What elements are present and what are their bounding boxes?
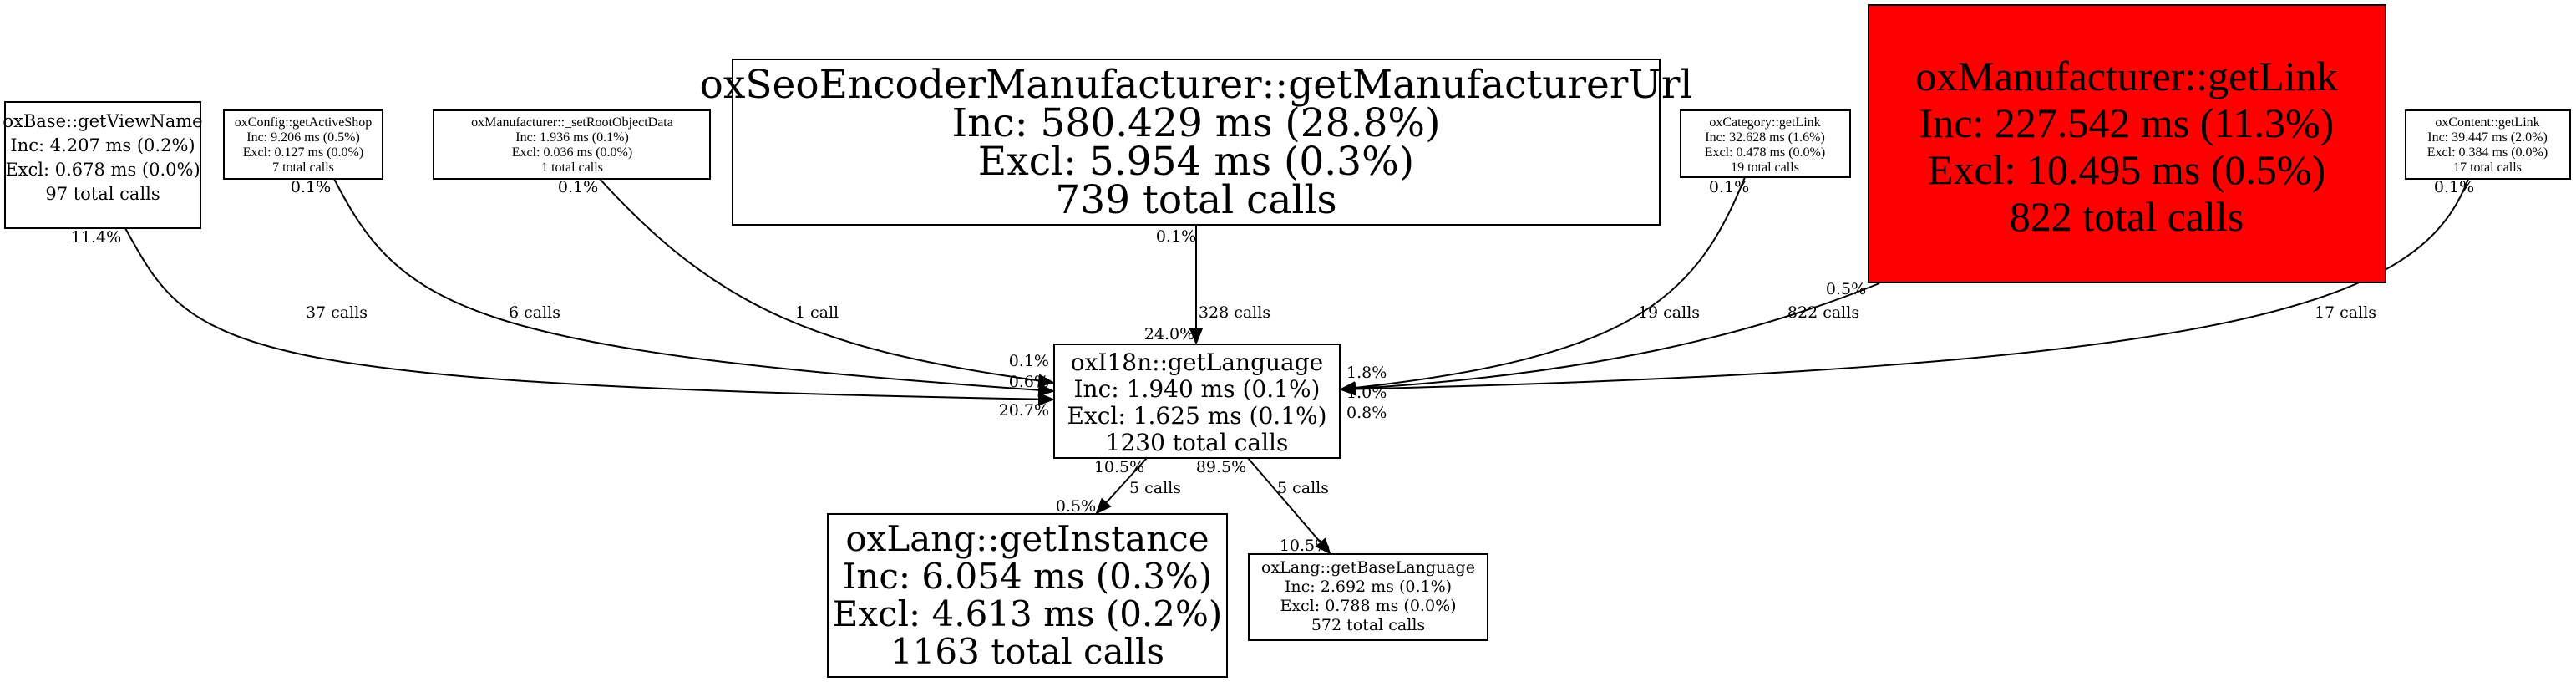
edge-calls-label: 5 calls <box>1277 479 1329 497</box>
node-inc: Inc: 2.692 ms (0.1%) <box>1285 578 1452 596</box>
node-manufacturer-getlink[interactable]: oxManufacturer::getLink Inc: 227.542 ms … <box>1868 4 2386 283</box>
edge-head-pct: 0.5% <box>1056 497 1096 516</box>
node-name: oxManufacturer::_setRootObjectData <box>471 115 673 130</box>
node-inc: Inc: 6.054 ms (0.3%) <box>843 556 1212 597</box>
edge-tail-pct: 89.5% <box>1196 458 1246 476</box>
edge-tail-pct: 0.1% <box>2434 178 2474 196</box>
node-excl: Excl: 0.127 ms (0.0%) <box>243 145 363 160</box>
node-calls: 1 total calls <box>541 160 603 175</box>
node-name: oxContent::getLink <box>2435 115 2539 130</box>
node-name: oxManufacturer::getLink <box>1915 53 2337 99</box>
edge-tail-pct: 0.5% <box>1826 280 1866 298</box>
node-inc: Inc: 1.936 ms (0.1%) <box>515 130 629 145</box>
edge-setroot-to-i18n[interactable]: 1 call 0.1% 0.1% <box>558 178 1055 388</box>
edge-calls-label: 1 call <box>795 303 839 322</box>
edge-tail-pct: 0.1% <box>291 178 331 196</box>
node-inc: Inc: 1.940 ms (0.1%) <box>1074 375 1321 403</box>
edge-calls-label: 19 calls <box>1638 303 1700 322</box>
node-i18n-getlanguage[interactable]: oxI18n::getLanguage Inc: 1.940 ms (0.1%)… <box>1053 344 1341 459</box>
node-name: oxI18n::getLanguage <box>1071 349 1323 376</box>
edge-calls-label: 6 calls <box>509 303 560 322</box>
edge-tail-pct: 0.1% <box>1156 227 1196 246</box>
node-content-getlink[interactable]: oxContent::getLink Inc: 39.447 ms (2.0%)… <box>2405 109 2571 180</box>
edge-head-pct: 1.8% <box>1346 364 1387 382</box>
node-base-getviewname[interactable]: oxBase::getViewName Inc: 4.207 ms (0.2%)… <box>3 101 203 229</box>
node-inc: Inc: 4.207 ms (0.2%) <box>10 135 195 155</box>
node-calls: 739 total calls <box>1055 177 1336 223</box>
node-inc: Inc: 227.542 ms (11.3%) <box>1919 99 2335 146</box>
edge-manufacturer-getlink-to-i18n[interactable]: 822 calls 0.5% 1.0% <box>1339 280 1880 402</box>
node-name: oxConfig::getActiveShop <box>235 115 372 130</box>
edge-head-pct: 0.1% <box>1009 352 1049 370</box>
node-calls: 17 total calls <box>2453 160 2522 175</box>
node-excl: Excl: 4.613 ms (0.2%) <box>833 593 1223 634</box>
node-calls: 19 total calls <box>1731 160 1799 175</box>
edge-i18n-to-getbaselanguage[interactable]: 5 calls 89.5% 10.5% <box>1196 457 1331 555</box>
node-name: oxCategory::getLink <box>1709 115 1820 130</box>
node-inc: Inc: 580.429 ms (28.8%) <box>952 100 1441 146</box>
edge-calls-label: 37 calls <box>306 303 368 322</box>
node-excl: Excl: 1.625 ms (0.1%) <box>1067 402 1326 430</box>
node-calls: 1163 total calls <box>890 631 1164 672</box>
node-config-getactiveshop[interactable]: oxConfig::getActiveShop Inc: 9.206 ms (0… <box>223 109 383 180</box>
node-inc: Inc: 9.206 ms (0.5%) <box>246 130 360 145</box>
edge-calls-label: 5 calls <box>1129 479 1181 497</box>
node-calls: 572 total calls <box>1311 616 1425 634</box>
node-excl: Excl: 0.478 ms (0.0%) <box>1705 145 1825 160</box>
node-excl: Excl: 5.954 ms (0.3%) <box>978 139 1414 185</box>
edge-tail-pct: 10.5% <box>1094 458 1144 476</box>
node-excl: Excl: 0.036 ms (0.0%) <box>512 145 632 160</box>
node-lang-getbaselanguage[interactable]: oxLang::getBaseLanguage Inc: 2.692 ms (0… <box>1248 553 1488 641</box>
edge-tail-pct: 11.4% <box>71 228 121 247</box>
node-excl: Excl: 10.495 ms (0.5%) <box>1928 146 2325 193</box>
node-excl: Excl: 0.678 ms (0.0%) <box>5 160 200 180</box>
edge-head-pct: 20.7% <box>999 401 1049 420</box>
edge-head-pct: 10.5% <box>1280 537 1330 555</box>
edge-head-pct: 24.0% <box>1144 325 1194 344</box>
edge-calls-label: 822 calls <box>1787 303 1859 322</box>
node-name: oxSeoEncoderManufacturer::getManufacture… <box>700 62 1693 108</box>
edge-head-pct: 1.0% <box>1346 384 1387 402</box>
edge-tail-pct: 0.1% <box>1709 178 1749 196</box>
node-lang-getinstance[interactable]: oxLang::getInstance Inc: 6.054 ms (0.3%)… <box>827 513 1228 678</box>
node-calls: 97 total calls <box>45 184 160 204</box>
node-calls: 1230 total calls <box>1106 429 1289 456</box>
node-calls: 822 total calls <box>2010 193 2244 240</box>
node-name: oxLang::getInstance <box>845 518 1209 559</box>
edge-base-to-i18n[interactable]: 37 calls 11.4% 20.7% <box>71 227 1055 420</box>
edge-seo-to-i18n[interactable]: 328 calls 0.1% 24.0% <box>1144 225 1270 345</box>
node-seoencoder-getmanufacturerurl[interactable]: oxSeoEncoderManufacturer::getManufacture… <box>700 59 1693 226</box>
edge-content-to-i18n[interactable]: 17 calls 0.1% 0.8% <box>1339 178 2474 422</box>
edge-calls-label: 328 calls <box>1199 303 1270 322</box>
edge-calls-label: 17 calls <box>2315 303 2376 322</box>
node-name: oxLang::getBaseLanguage <box>1261 558 1475 577</box>
node-excl: Excl: 0.788 ms (0.0%) <box>1280 597 1456 615</box>
node-name: oxBase::getViewName <box>3 111 202 131</box>
edge-head-pct: 0.8% <box>1346 404 1387 422</box>
node-excl: Excl: 0.384 ms (0.0%) <box>2427 145 2548 160</box>
edge-i18n-to-getinstance[interactable]: 5 calls 10.5% 0.5% <box>1056 457 1181 516</box>
edge-category-to-i18n[interactable]: 19 calls 0.1% 1.8% <box>1339 176 1749 394</box>
node-inc: Inc: 39.447 ms (2.0%) <box>2427 130 2548 145</box>
edge-tail-pct: 0.1% <box>558 178 598 196</box>
node-category-getlink[interactable]: oxCategory::getLink Inc: 32.628 ms (1.6%… <box>1680 109 1851 178</box>
node-manufacturer-setrootobjectdata[interactable]: oxManufacturer::_setRootObjectData Inc: … <box>433 109 711 180</box>
node-inc: Inc: 32.628 ms (1.6%) <box>1705 130 1825 145</box>
node-calls: 7 total calls <box>272 160 334 175</box>
